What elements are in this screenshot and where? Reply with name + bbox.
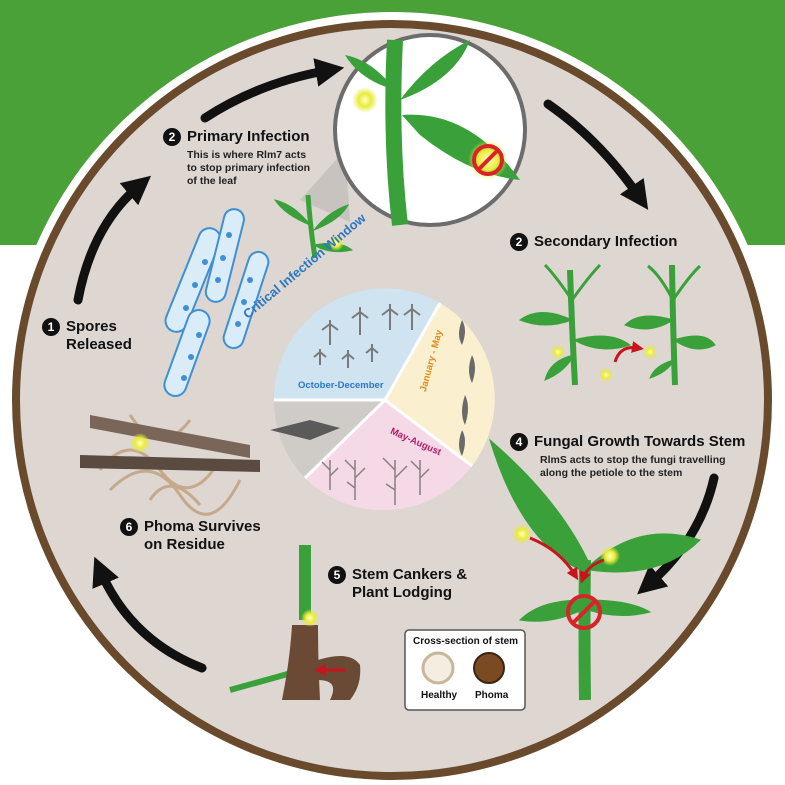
fungal-note-line1: RlmS acts to stop the fungi travelling bbox=[540, 454, 726, 466]
primary-title: Primary Infection bbox=[187, 128, 310, 145]
spores-title-line2: Released bbox=[66, 336, 132, 353]
spores-label: 1 Spores Released bbox=[42, 318, 132, 354]
fungal-title: Fungal Growth Towards Stem bbox=[534, 433, 745, 450]
fungal-label: 4 Fungal Growth Towards Stem RlmS acts to… bbox=[510, 433, 745, 480]
step-number: 1 bbox=[42, 318, 60, 336]
cankers-title-line1: Stem Cankers & bbox=[352, 566, 467, 583]
step-number: 5 bbox=[328, 566, 346, 584]
step-number: 2 bbox=[163, 128, 181, 146]
primary-note-line1: This is where Rlm7 acts bbox=[187, 149, 306, 161]
phoma-stem-section bbox=[474, 653, 504, 683]
fungal-note-line2: along the petiole to the stem bbox=[540, 467, 682, 479]
primary-note-line2: to stop primary infection bbox=[187, 162, 310, 174]
primary-label: 2 Primary Infection This is where Rlm7 ac… bbox=[163, 128, 310, 188]
healthy-stem-section bbox=[423, 653, 453, 683]
primary-note-line3: of the leaf bbox=[187, 175, 237, 187]
month-oct-dec: October-December bbox=[298, 380, 384, 391]
residue-title-line1: Phoma Survives bbox=[144, 518, 261, 535]
step-number: 4 bbox=[510, 433, 528, 451]
secondary-title: Secondary Infection bbox=[534, 233, 677, 250]
cankers-title-line2: Plant Lodging bbox=[352, 584, 452, 601]
cross-section-phoma: Phoma bbox=[475, 690, 508, 701]
secondary-label: 2 Secondary Infection bbox=[510, 233, 677, 251]
cross-section-title: Cross-section of stem bbox=[413, 636, 518, 647]
cross-section-healthy: Healthy bbox=[421, 690, 457, 701]
spores-title-line1: Spores bbox=[66, 318, 117, 335]
step-number: 6 bbox=[120, 518, 138, 536]
step-number: 2 bbox=[510, 233, 528, 251]
cankers-label: 5 Stem Cankers & Plant Lodging bbox=[328, 566, 467, 602]
residue-title-line2: on Residue bbox=[144, 536, 225, 553]
residue-label: 6 Phoma Survives on Residue bbox=[120, 518, 261, 554]
